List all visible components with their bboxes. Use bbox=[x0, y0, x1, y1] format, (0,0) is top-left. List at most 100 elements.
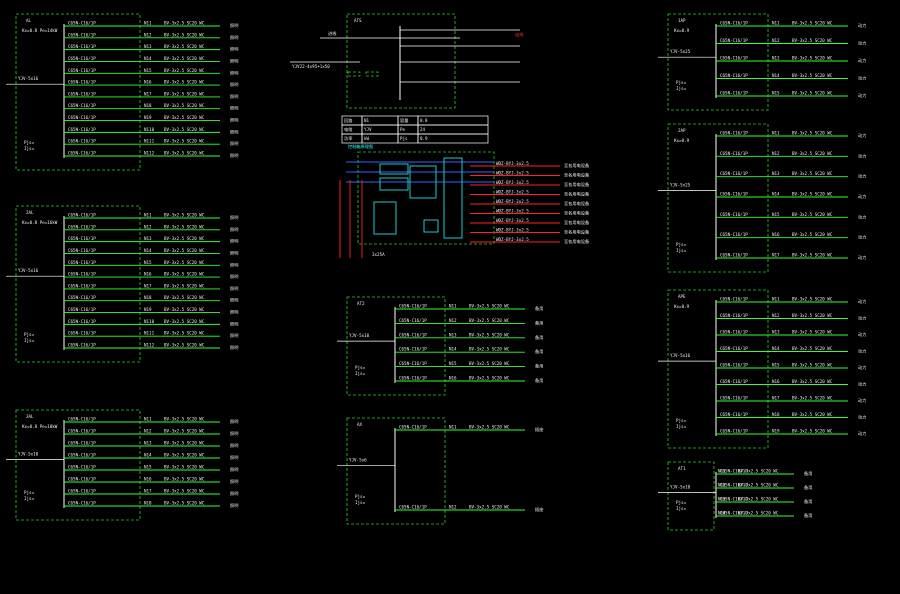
circuit-number: N12 bbox=[772, 38, 780, 43]
circuit-number: N12 bbox=[449, 318, 457, 323]
panel-label: APE bbox=[678, 294, 686, 299]
circuit-number: N17 bbox=[144, 489, 152, 494]
cable-spec: BV-3x2.5 SC20 WC bbox=[792, 396, 833, 401]
panel-note: Kx=0.9 bbox=[674, 304, 690, 309]
load-type: 动力 bbox=[858, 348, 866, 355]
breaker-spec: C65N-C16/1P bbox=[68, 441, 96, 446]
circuit-number: N112 bbox=[144, 343, 155, 348]
feeder-cable-label: YJV-5x6 bbox=[349, 458, 367, 463]
calc-label: Ijs= bbox=[355, 500, 366, 505]
calc-label: Pjs= bbox=[676, 80, 687, 85]
feeder-cable-label: YJV-5x25 bbox=[670, 183, 691, 188]
control-output-spec: WDZ-BYJ-3x2.5 bbox=[496, 171, 529, 176]
load-type: 照明 bbox=[230, 153, 238, 159]
feeder-cable-label: YJV-5x16 bbox=[18, 76, 39, 81]
breaker-spec: C65N-C16/1P bbox=[399, 318, 427, 323]
control-module bbox=[379, 163, 409, 175]
calc-label: Ijs= bbox=[24, 496, 35, 501]
breaker-spec: C65N-C16/1P bbox=[720, 91, 748, 96]
load-type: 照明 bbox=[230, 419, 238, 425]
cable-spec: BV-3x2.5 SC20 WC bbox=[164, 213, 205, 218]
control-module-5 bbox=[373, 201, 397, 235]
breaker-spec: C65N-C16/1P bbox=[68, 91, 96, 96]
calc-label: Pjs= bbox=[24, 332, 35, 337]
load-type: 动力 bbox=[858, 22, 866, 29]
breaker-spec: C65N-C16/1P bbox=[720, 363, 748, 368]
cable-spec: BV-3x2.5 SC20 WC bbox=[792, 21, 833, 26]
load-type: 照明 bbox=[230, 467, 238, 473]
circuit-number: N13 bbox=[772, 56, 780, 61]
cable-spec: BV-3x2.5 SC20 WC bbox=[792, 38, 833, 43]
circuit-number: N16 bbox=[772, 379, 780, 384]
load-type: 动力 bbox=[858, 298, 866, 305]
control-output-label: 至各用电设备 bbox=[564, 191, 590, 198]
cable-spec: BV-3x2.5 SC20 WC bbox=[792, 346, 833, 351]
breaker-spec: C65N-C16/1P bbox=[68, 127, 96, 132]
breaker-spec: C65N-C16/1P bbox=[720, 412, 748, 417]
load-type: 照明 bbox=[230, 118, 238, 124]
cable-spec: BV-3x2.5 SC20 WC bbox=[792, 151, 833, 156]
breaker-spec: C65N-C16/1P bbox=[720, 21, 748, 26]
calc-label: Pjs= bbox=[24, 490, 35, 495]
load-type: 照明 bbox=[230, 23, 238, 29]
load-type: 动力 bbox=[858, 430, 866, 437]
table-cell-text: 回路 bbox=[344, 117, 353, 124]
calc-label: Ijs= bbox=[24, 146, 35, 151]
calc-label: Pjs= bbox=[355, 494, 366, 499]
control-output-spec: WDZ-BYJ-3x2.5 bbox=[496, 180, 529, 185]
panel-box-p6 bbox=[667, 289, 769, 449]
circuit-number: N112 bbox=[144, 151, 155, 156]
cable-spec: BV-3x2.5 SC20 WC bbox=[792, 212, 833, 217]
panel-box-p2 bbox=[15, 205, 141, 363]
load-type: 照明 bbox=[230, 106, 238, 112]
circuit-number: N11 bbox=[718, 469, 726, 474]
breaker-spec: C65N-C16/1P bbox=[720, 313, 748, 318]
load-type: 备用 bbox=[535, 363, 543, 370]
breaker-spec: C65N-C16/1P bbox=[68, 248, 96, 253]
breaker-spec: C65N-C16/1P bbox=[720, 253, 748, 258]
load-type: 照明 bbox=[230, 129, 238, 135]
circuit-number: N18 bbox=[144, 103, 152, 108]
circuit-number: N15 bbox=[772, 212, 780, 217]
circuit-number: N19 bbox=[772, 429, 780, 434]
circuit-number: N18 bbox=[144, 501, 152, 506]
control-output-label: 至各用电设备 bbox=[564, 200, 590, 207]
breaker-spec: C65N-C16/1P bbox=[720, 497, 748, 502]
cable-spec: BV-3x2.5 SC20 WC bbox=[469, 505, 510, 510]
calc-label: Pjs= bbox=[24, 140, 35, 145]
circuit-number: N18 bbox=[772, 412, 780, 417]
breaker-spec: C65N-C16/1P bbox=[399, 376, 427, 381]
load-type: 动力 bbox=[858, 414, 866, 421]
table-cell-text: YJV bbox=[364, 127, 372, 132]
circuit-number: N19 bbox=[144, 307, 152, 312]
breaker-spec: C65N-C16/1P bbox=[68, 295, 96, 300]
cable-spec: BV-3x2.5 SC20 WC bbox=[164, 115, 205, 120]
cable-spec: BV-3x2.5 SC20 WC bbox=[164, 21, 205, 26]
breaker-spec: C65N-C16/1P bbox=[68, 80, 96, 85]
circuit-number: N11 bbox=[772, 131, 780, 136]
breaker-spec: C65N-C16/1P bbox=[720, 379, 748, 384]
breaker-spec: C65N-C16/1P bbox=[720, 396, 748, 401]
breaker-spec: C65N-C16/1P bbox=[68, 151, 96, 156]
circuit-number: N13 bbox=[144, 236, 152, 241]
cable-spec: BV-3x2.5 SC20 WC bbox=[738, 483, 779, 488]
circuit-number: N12 bbox=[449, 505, 457, 510]
load-type: 备用 bbox=[535, 305, 543, 312]
breaker-spec: C65N-C16/1P bbox=[68, 417, 96, 422]
cable-spec: BV-3x2.5 SC20 WC bbox=[164, 295, 205, 300]
circuit-number: N16 bbox=[449, 376, 457, 381]
circuit-number: N11 bbox=[449, 425, 457, 430]
load-type: 动力 bbox=[858, 173, 866, 180]
cable-spec: BV-3x2.5 SC20 WC bbox=[792, 131, 833, 136]
circuit-number: N17 bbox=[144, 91, 152, 96]
load-type: 备用 bbox=[535, 348, 543, 355]
control-output-label: 至各用电设备 bbox=[564, 219, 590, 226]
cable-spec: BV-3x2.5 SC20 WC bbox=[792, 56, 833, 61]
cable-spec: BV-3x2.5 SC20 WC bbox=[792, 412, 833, 417]
cable-spec: BV-3x2.5 SC20 WC bbox=[164, 127, 205, 132]
load-type: 动力 bbox=[858, 254, 866, 261]
table-cell bbox=[417, 124, 489, 135]
load-type: 动力 bbox=[858, 40, 866, 47]
cable-spec: BV-3x2.5 SC20 WC bbox=[164, 343, 205, 348]
feeder-cable-label: YJV-5x16 bbox=[18, 268, 39, 273]
